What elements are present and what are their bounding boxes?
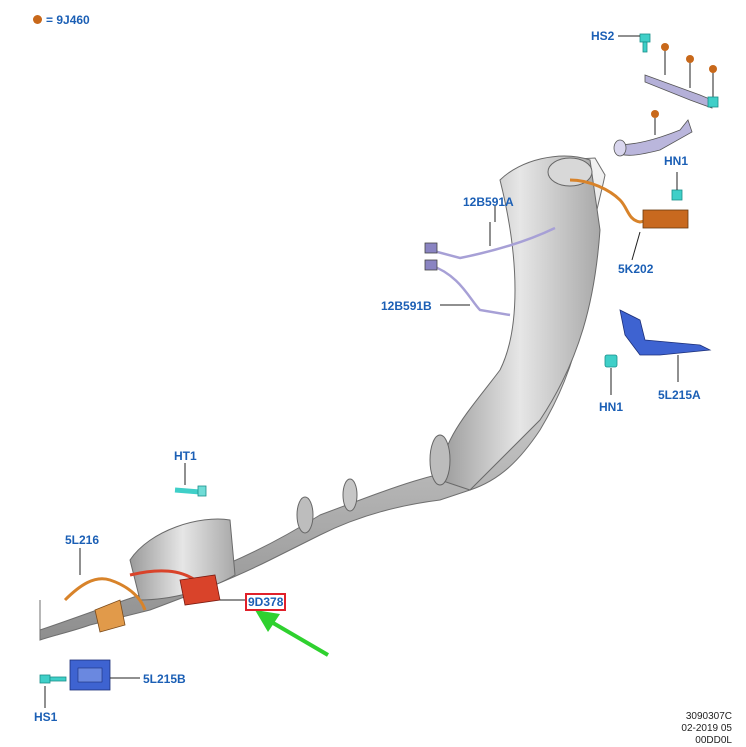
hn1-mid-nut[interactable] bbox=[604, 354, 618, 395]
label-5l215b[interactable]: 5L215B bbox=[143, 672, 186, 686]
exhaust-pipe bbox=[39, 155, 606, 641]
egr-tube-top bbox=[613, 119, 693, 157]
sensor-12b591b bbox=[424, 259, 511, 317]
label-5l216[interactable]: 5L216 bbox=[65, 533, 100, 547]
heat-shield-bracket-top bbox=[644, 74, 719, 109]
hs2-bolt[interactable] bbox=[639, 33, 651, 53]
sensor-9d378[interactable] bbox=[129, 569, 245, 606]
legend-text: = 9J460 bbox=[46, 13, 90, 27]
bracket-5l215b bbox=[69, 659, 140, 691]
hs1-bolt[interactable] bbox=[39, 674, 67, 708]
label-9d378[interactable]: 9D378 bbox=[245, 593, 287, 611]
hn1-top-nut[interactable] bbox=[671, 172, 683, 201]
sensor-12b591a bbox=[424, 222, 556, 260]
doc-ref-line-1: 3090307C bbox=[685, 711, 732, 722]
pointer-arrow bbox=[255, 610, 330, 657]
label-5k202[interactable]: 5K202 bbox=[618, 262, 654, 276]
doc-ref-line-3: 00DD0L bbox=[695, 735, 732, 746]
document-reference: 3090307C 02-2019 05 00DD0L bbox=[681, 711, 732, 747]
legend: = 9J460 bbox=[33, 13, 90, 27]
label-12b591b[interactable]: 12B591B bbox=[381, 299, 432, 313]
label-5l215a[interactable]: 5L215A bbox=[658, 388, 701, 402]
ht1-sensor[interactable] bbox=[174, 463, 207, 497]
bracket-5l215a bbox=[619, 309, 712, 382]
label-hs2[interactable]: HS2 bbox=[591, 29, 615, 43]
legend-marker-icon bbox=[33, 15, 42, 24]
label-12b591a[interactable]: 12B591A bbox=[463, 195, 514, 209]
label-hn1-mid[interactable]: HN1 bbox=[599, 400, 624, 414]
label-hs1[interactable]: HS1 bbox=[34, 710, 58, 724]
label-ht1[interactable]: HT1 bbox=[174, 449, 197, 463]
label-hn1-top[interactable]: HN1 bbox=[664, 154, 689, 168]
doc-ref-line-2: 02-2019 05 bbox=[681, 723, 732, 734]
nut-markers bbox=[651, 43, 717, 135]
lower-sensor-5l216 bbox=[63, 548, 147, 633]
leader-lines bbox=[494, 35, 640, 222]
upper-sensor-harness bbox=[569, 178, 689, 261]
